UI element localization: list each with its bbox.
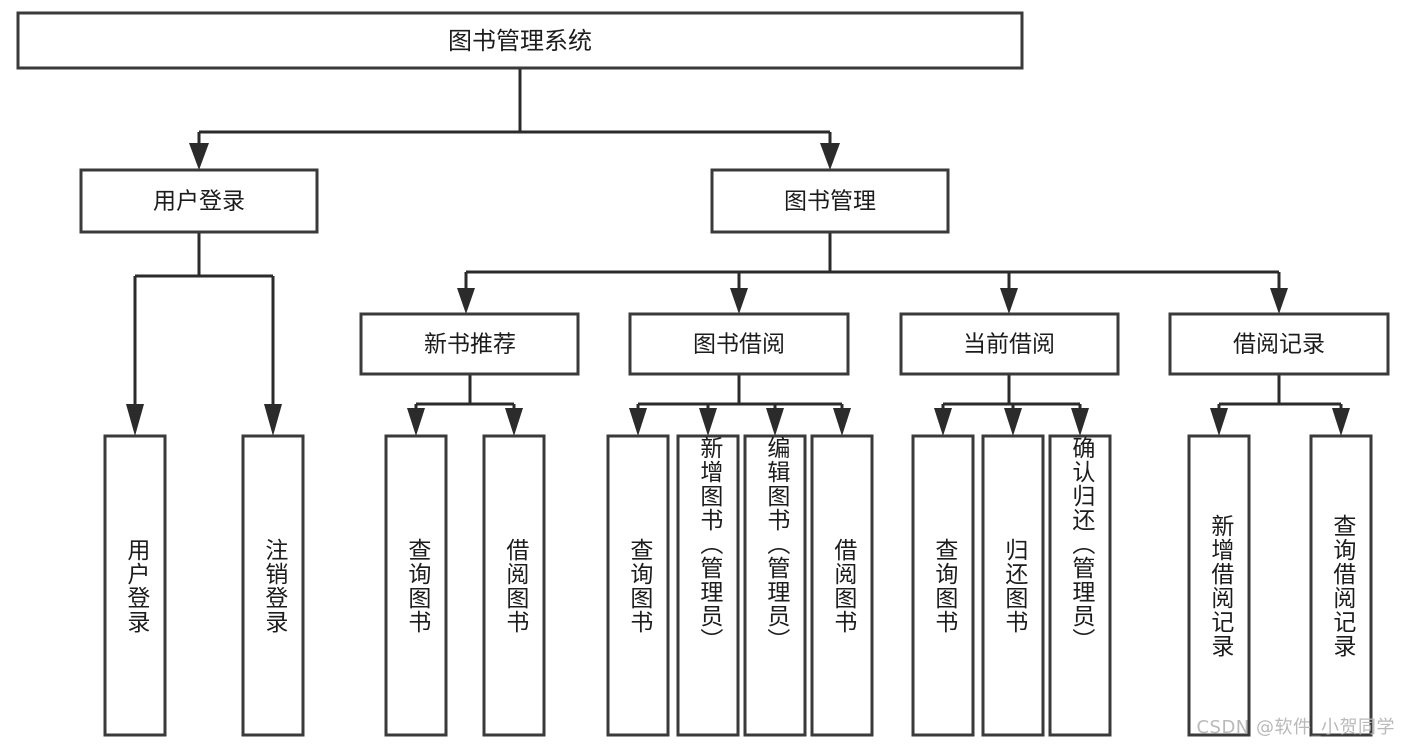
arrow-user-leaf-2 — [264, 404, 282, 436]
arrow-newbook-leaf-2 — [505, 408, 523, 436]
node-borrow-record-box[interactable] — [1168, 312, 1390, 376]
arrow-bookborrow-leaf-1 — [629, 408, 647, 436]
node-user-login[interactable]: 用户登录 — [79, 168, 319, 234]
node-root-box[interactable] — [16, 11, 1024, 70]
node-book-management-label: 图书管理 — [784, 189, 876, 215]
node-book-management[interactable]: 图书管理 — [710, 168, 950, 234]
arrow-book-to-current — [1000, 288, 1018, 314]
leaf-box-confirm-return-admin[interactable] — [1048, 434, 1112, 737]
arrow-root-to-book — [820, 143, 840, 170]
node-new-book-recommend-box[interactable] — [359, 312, 580, 376]
connector-group-user-login — [126, 232, 282, 436]
arrow-newbook-leaf-1 — [407, 408, 425, 436]
arrow-bookborrow-leaf-3 — [766, 408, 784, 436]
node-book-borrow-label: 图书借阅 — [693, 332, 785, 358]
arrow-root-to-user — [189, 143, 209, 170]
leaf-box-borrow-book[interactable] — [810, 434, 874, 737]
connector-group-newbook — [407, 374, 523, 436]
node-borrow-record-label: 借阅记录 — [1233, 332, 1325, 358]
arrow-borrowrecord-leaf-1 — [1210, 408, 1228, 436]
node-new-book-recommend[interactable]: 新书推荐 — [359, 312, 580, 376]
leaf-box-edit-book-admin[interactable] — [743, 434, 807, 737]
node-current-borrow-box[interactable] — [899, 312, 1120, 376]
watermark-text: CSDN @软件_小贺同学 — [1196, 717, 1395, 738]
arrow-bookborrow-leaf-2 — [699, 408, 717, 436]
leaf-box-query-book-rec[interactable] — [384, 434, 448, 737]
arrow-book-to-newbook — [457, 288, 475, 314]
node-root[interactable]: 图书管理系统 — [16, 11, 1024, 70]
arrow-currentborrow-leaf-2 — [1004, 408, 1022, 436]
leaf-box-query-book-borrow[interactable] — [606, 434, 670, 737]
node-user-login-box[interactable] — [79, 168, 319, 234]
node-root-label: 图书管理系统 — [448, 27, 592, 55]
connector-group-book-mgmt — [457, 232, 1288, 314]
leaf-box-add-borrow-record[interactable] — [1187, 434, 1251, 737]
connector-group-borrowrecord — [1210, 374, 1350, 436]
leaf-box-return-book[interactable] — [981, 434, 1045, 737]
leaf-box-group — [103, 434, 1373, 737]
node-book-management-box[interactable] — [710, 168, 950, 234]
node-new-book-recommend-label: 新书推荐 — [424, 332, 516, 358]
arrow-currentborrow-leaf-1 — [934, 408, 952, 436]
node-current-borrow-label: 当前借阅 — [963, 332, 1055, 358]
connector-group-bookborrow — [629, 374, 851, 436]
leaf-box-borrow-book-rec[interactable] — [482, 434, 546, 737]
arrow-borrowrecord-leaf-2 — [1332, 408, 1350, 436]
node-user-login-label: 用户登录 — [153, 189, 245, 215]
connector-group-currentborrow — [934, 374, 1089, 436]
leaf-box-query-borrow-record[interactable] — [1309, 434, 1373, 737]
leaf-box-user-login[interactable] — [103, 434, 167, 737]
leaf-box-query-book-current[interactable] — [911, 434, 975, 737]
node-borrow-record[interactable]: 借阅记录 — [1168, 312, 1390, 376]
connector-group-root — [189, 68, 840, 170]
leaf-box-add-book-admin[interactable] — [676, 434, 740, 737]
arrow-bookborrow-leaf-4 — [833, 408, 851, 436]
arrow-book-to-borrow — [730, 288, 748, 314]
arrow-currentborrow-leaf-3 — [1071, 408, 1089, 436]
node-book-borrow-box[interactable] — [628, 312, 850, 376]
node-current-borrow[interactable]: 当前借阅 — [899, 312, 1120, 376]
leaf-box-logout[interactable] — [241, 434, 305, 737]
arrow-user-leaf-1 — [126, 404, 144, 436]
arrow-book-to-record — [1270, 288, 1288, 314]
node-book-borrow[interactable]: 图书借阅 — [628, 312, 850, 376]
